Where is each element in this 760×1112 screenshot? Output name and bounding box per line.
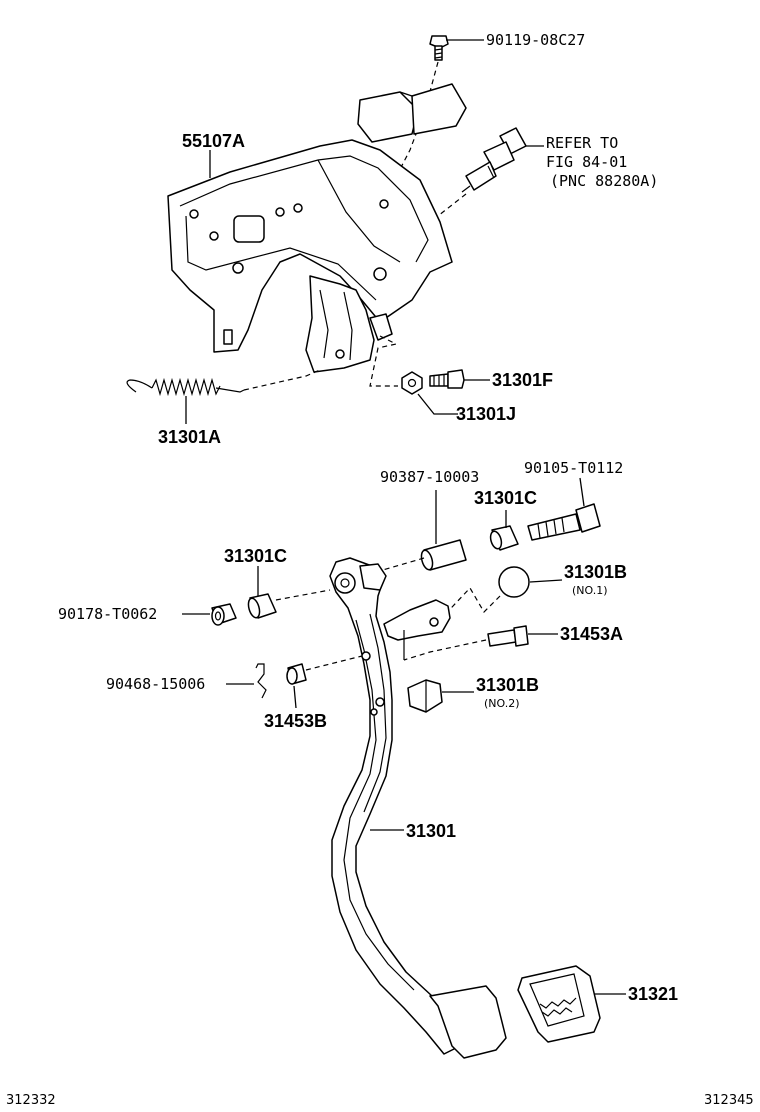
collar-90387-icon	[420, 539, 467, 571]
label-31321: 31321	[628, 984, 678, 1004]
label-31301J: 31301J	[456, 404, 516, 424]
label-31301C-left: 31301C	[224, 546, 287, 566]
label-90468: 90468-15006	[106, 675, 205, 693]
label-31301B-no2: 31301B	[476, 675, 539, 695]
pedal-pad-icon	[517, 965, 601, 1043]
return-spring-icon	[126, 377, 245, 397]
label-31301C-top: 31301C	[474, 488, 537, 508]
bushing-31301C-left-icon	[247, 593, 277, 619]
bolt-90119-icon	[429, 35, 449, 61]
pedal-support-bracket-icon	[167, 139, 453, 373]
nut-31301J-icon	[401, 371, 423, 395]
cushion-31301B-no1-icon	[498, 566, 530, 598]
label-31301F: 31301F	[492, 370, 553, 390]
label-31453A: 31453A	[560, 624, 623, 644]
upper-bracket-icon	[357, 83, 467, 143]
bolt-31301F-icon	[429, 369, 465, 389]
label-31453B: 31453B	[264, 711, 327, 731]
pin-31453A-icon	[487, 625, 529, 647]
label-fig-ref: FIG 84-01	[546, 153, 627, 171]
label-no2: (NO.2)	[484, 697, 520, 710]
label-no1: (NO.1)	[572, 584, 608, 597]
stop-lamp-switch-icon	[461, 127, 527, 193]
label-31301B-no1: 31301B	[564, 562, 627, 582]
label-pnc-ref: (PNC 88280A)	[550, 172, 658, 190]
collar-90178-icon	[211, 603, 237, 626]
cushion-31301B-no2-icon	[407, 679, 443, 713]
label-90119: 90119-08C27	[486, 31, 585, 49]
illustration-code-left: 312332	[6, 1093, 56, 1108]
illustration-code-right: 312345	[704, 1093, 754, 1108]
label-90105: 90105-T0112	[524, 459, 623, 477]
bolt-90105-icon	[527, 503, 601, 541]
label-90178: 90178-T0062	[58, 605, 157, 623]
label-90387: 90387-10003	[380, 468, 479, 486]
clip-90468-icon	[255, 663, 267, 699]
label-31301: 31301	[406, 821, 456, 841]
label-55107A: 55107A	[182, 131, 245, 151]
bushing-31453B-icon	[286, 663, 307, 685]
bushing-31301C-top-icon	[489, 525, 519, 551]
label-refer-to: REFER TO	[546, 134, 618, 152]
label-31301A: 31301A	[158, 427, 221, 447]
brake-pedal-icon	[329, 557, 507, 1059]
